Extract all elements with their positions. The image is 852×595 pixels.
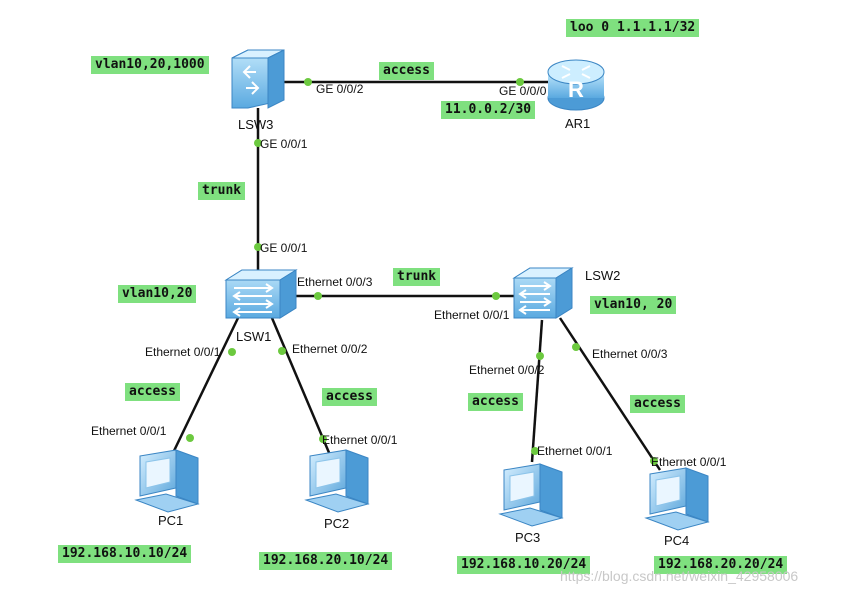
switch-icon-lsw3 xyxy=(231,49,285,109)
port-dot xyxy=(228,348,236,356)
port-label-lsw1-eth003: Ethernet 0/0/3 xyxy=(297,275,373,289)
link-lsw1-pc2-tag: access xyxy=(322,388,377,406)
port-dot xyxy=(319,435,327,443)
port-label-lsw2-eth001: Ethernet 0/0/1 xyxy=(434,308,510,322)
port-label-ar1-ge000: GE 0/0/0 xyxy=(499,84,547,98)
port-dot xyxy=(536,352,544,360)
port-dot xyxy=(650,457,658,465)
device-label-pc2: PC2 xyxy=(324,516,350,531)
lsw2-vlan-tag: vlan10, 20 xyxy=(590,296,677,314)
link-lsw1-pc1-tag: access xyxy=(125,383,180,401)
device-label-pc1: PC1 xyxy=(158,513,184,528)
port-label-pc2-eth001: Ethernet 0/0/1 xyxy=(322,433,398,447)
port-dot xyxy=(516,78,524,86)
switch-icon-lsw2 xyxy=(512,267,574,319)
link-lsw1-pc2 xyxy=(270,317,332,456)
port-label-lsw1-ge001: GE 0/0/1 xyxy=(260,241,308,255)
port-label-pc1-eth001: Ethernet 0/0/1 xyxy=(91,424,167,438)
port-dot xyxy=(254,243,262,251)
device-label-pc3: PC3 xyxy=(515,530,541,545)
port-dot xyxy=(492,292,500,300)
switch-icon-lsw1 xyxy=(224,269,298,319)
port-label-lsw2-eth003: Ethernet 0/0/3 xyxy=(592,347,668,361)
port-dots xyxy=(186,78,658,465)
device-label-lsw1: LSW1 xyxy=(236,329,272,344)
ar1-ip-tag: 11.0.0.2/30 xyxy=(441,101,536,119)
port-dot xyxy=(186,434,194,442)
link-lsw2-pc4-tag: access xyxy=(630,395,685,413)
loopback-tag: loo 0 1.1.1.1/32 xyxy=(566,19,700,37)
link-lsw3-ar1-tag: access xyxy=(379,62,434,80)
pc4-ip-tag: 192.168.20.20/24 xyxy=(654,556,788,574)
port-dot xyxy=(572,343,580,351)
port-label-lsw3-ge001: GE 0/0/1 xyxy=(260,137,308,151)
link-lsw1-lsw2-tag: trunk xyxy=(393,268,441,286)
port-dot xyxy=(531,447,539,455)
watermark: https://blog.csdn.net/weixin_42958006 xyxy=(560,568,799,584)
device-label-pc4: PC4 xyxy=(664,533,690,548)
lsw3-vlan-tag: vlan10,20,1000 xyxy=(91,56,209,74)
link-lsw1-pc1 xyxy=(170,317,240,456)
port-label-pc3-eth001: Ethernet 0/0/1 xyxy=(537,444,613,458)
pc-icon-pc4 xyxy=(644,467,710,531)
device-label-lsw2: LSW2 xyxy=(585,268,621,283)
pc-icon-pc2 xyxy=(304,449,370,513)
link-lsw2-pc3 xyxy=(530,319,544,463)
port-dot xyxy=(278,347,286,355)
pc3-ip-tag: 192.168.10.20/24 xyxy=(457,556,591,574)
pc-icon-pc1 xyxy=(134,449,200,513)
port-dot xyxy=(314,292,322,300)
pc1-ip-tag: 192.168.10.10/24 xyxy=(58,545,192,563)
pc2-ip-tag: 192.168.20.10/24 xyxy=(259,552,393,570)
port-label-lsw3-ge002: GE 0/0/2 xyxy=(316,82,364,96)
link-lsw3-lsw1-tag: trunk xyxy=(198,182,246,200)
svg-text:R: R xyxy=(568,77,584,102)
pc-icon-pc3 xyxy=(498,463,564,527)
port-label-lsw1-eth002: Ethernet 0/0/2 xyxy=(292,342,368,356)
port-label-lsw2-eth002: Ethernet 0/0/2 xyxy=(469,363,545,377)
port-label-lsw1-eth001: Ethernet 0/0/1 xyxy=(145,345,221,359)
port-dot xyxy=(304,78,312,86)
device-label-lsw3: LSW3 xyxy=(238,117,274,132)
router-icon-ar1: R xyxy=(547,59,605,111)
port-dot xyxy=(254,139,262,147)
device-label-ar1: AR1 xyxy=(565,116,591,131)
lsw1-vlan-tag: vlan10,20 xyxy=(118,285,197,303)
port-label-pc4-eth001: Ethernet 0/0/1 xyxy=(651,455,727,469)
link-lsw2-pc3-tag: access xyxy=(468,393,523,411)
